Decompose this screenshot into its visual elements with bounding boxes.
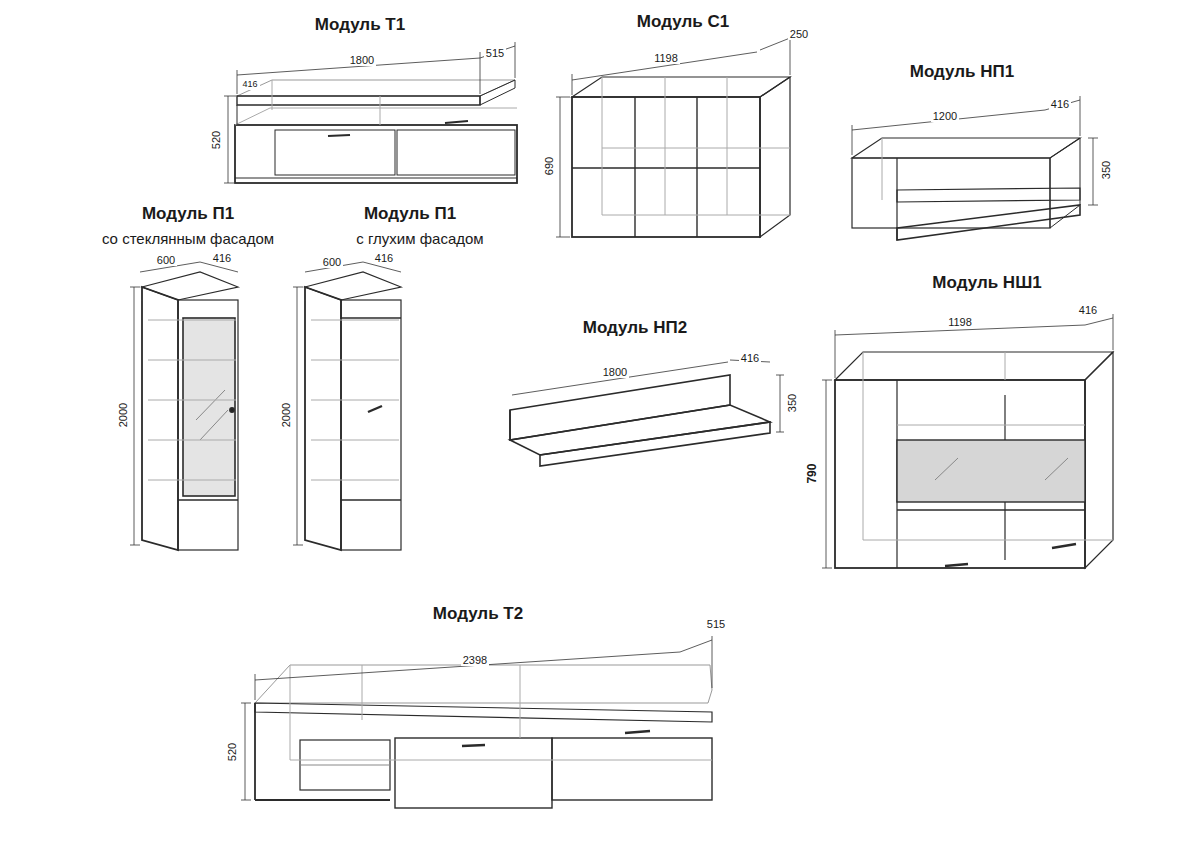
module-title: Модуль Т1 <box>313 16 407 35</box>
dimension-label: 1800 <box>348 54 376 66</box>
dimension-label: 1200 <box>931 110 959 122</box>
dimension-label: 416 <box>1077 304 1099 316</box>
dimension-label: 416 <box>373 252 395 264</box>
dimension-label: 2398 <box>461 654 489 666</box>
module-title: Модуль НШ1 <box>930 274 1043 293</box>
dimension-label: 2000 <box>117 401 129 429</box>
module-title: с глухим фасадом <box>354 231 485 248</box>
dimension-label: 350 <box>1100 159 1112 181</box>
dimension-label: 350 <box>786 392 798 414</box>
dimension-label: 600 <box>155 254 177 266</box>
dimension-label: 1198 <box>946 316 974 328</box>
dimension-label: 520 <box>226 741 238 763</box>
dimension-label: 520 <box>210 129 222 151</box>
module-title: Модуль НП1 <box>908 63 1016 82</box>
dimension-label: 416 <box>240 80 259 90</box>
dimension-label: 250 <box>788 28 810 40</box>
dimension-label: 515 <box>484 47 506 59</box>
dimension-label: 416 <box>1049 98 1071 110</box>
dimension-label: 416 <box>211 252 233 264</box>
dimension-label: 1198 <box>652 52 680 64</box>
module-title: со стеклянным фасадом <box>100 231 276 248</box>
module-title: Модуль НП2 <box>581 319 689 338</box>
module-title: Модуль П1 <box>362 205 458 224</box>
dimension-label: 790 <box>806 462 819 486</box>
dimension-label: 416 <box>739 352 761 364</box>
module-title: Модуль С1 <box>635 13 731 32</box>
module-title: Модуль Т2 <box>431 605 525 624</box>
dimension-label: 690 <box>543 155 555 177</box>
dimension-label: 1800 <box>601 366 629 378</box>
dimension-label: 2000 <box>280 401 292 429</box>
dimension-label: 600 <box>321 256 343 268</box>
dimension-label: 515 <box>705 618 727 630</box>
module-title: Модуль П1 <box>140 205 236 224</box>
